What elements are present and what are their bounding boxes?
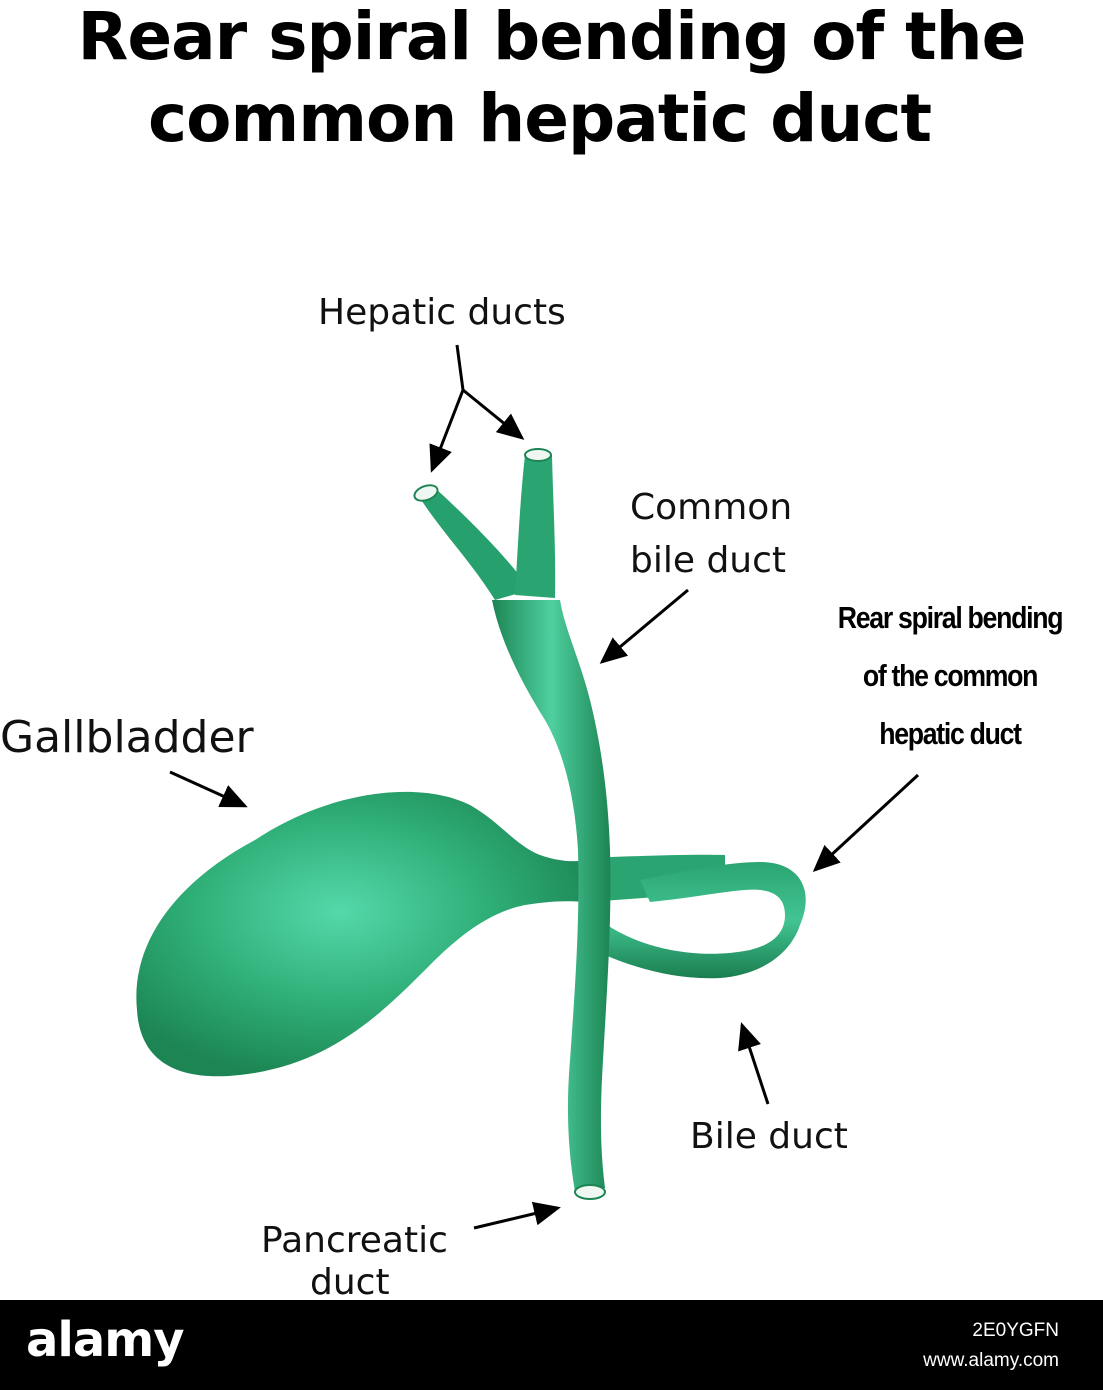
- watermark-footer: alamy 2E0YGFN www.alamy.com: [0, 1300, 1103, 1390]
- bile-duct-arrow: [738, 1022, 770, 1105]
- label-gallbladder: Gallbladder: [0, 712, 254, 763]
- right-hepatic-duct-shape: [515, 455, 556, 598]
- label-pancreatic-duct-line2: duct: [310, 1262, 390, 1303]
- spiral-loop-shape: [600, 862, 806, 979]
- hepatic-ducts-arrow-right: [462, 388, 525, 440]
- label-rear-spiral-line3: hepatic duct: [879, 716, 1022, 751]
- image-id: 2E0YGFN: [972, 1320, 1059, 1341]
- label-pancreatic-duct-line1: Pancreatic: [261, 1220, 448, 1261]
- biliary-anatomy-illustration: [136, 344, 920, 1230]
- right-hepatic-duct-opening: [524, 448, 552, 462]
- label-hepatic-ducts: Hepatic ducts: [318, 292, 566, 333]
- left-hepatic-duct-opening: [413, 484, 439, 502]
- site-url: www.alamy.com: [923, 1350, 1059, 1371]
- pancreatic-duct-opening: [574, 1184, 606, 1200]
- label-rear-spiral-line2: of the common: [862, 658, 1039, 693]
- left-hepatic-duct-shape: [418, 488, 530, 600]
- title-line-1: Rear spiral bending of the: [77, 0, 1027, 75]
- label-rear-spiral-line1: Rear spiral bending: [837, 600, 1064, 635]
- common-duct-shape: [492, 600, 611, 1192]
- gallbladder-shape: [136, 791, 588, 1077]
- common-bile-duct-arrow: [599, 588, 689, 664]
- hepatic-ducts-arrow-stem: [455, 344, 465, 391]
- brand-logo: alamy: [26, 1312, 185, 1368]
- label-bile-duct: Bile duct: [690, 1116, 848, 1157]
- gallbladder-arrow: [169, 770, 248, 808]
- pancreatic-duct-arrow: [473, 1201, 561, 1230]
- rear-spiral-arrow: [812, 773, 920, 873]
- label-common-bile-duct-line2: bile duct: [630, 540, 787, 581]
- label-common-bile-duct-line1: Common: [630, 487, 793, 528]
- hepatic-ducts-arrow-left: [429, 389, 465, 473]
- title-line-2: common hepatic duct: [147, 80, 932, 157]
